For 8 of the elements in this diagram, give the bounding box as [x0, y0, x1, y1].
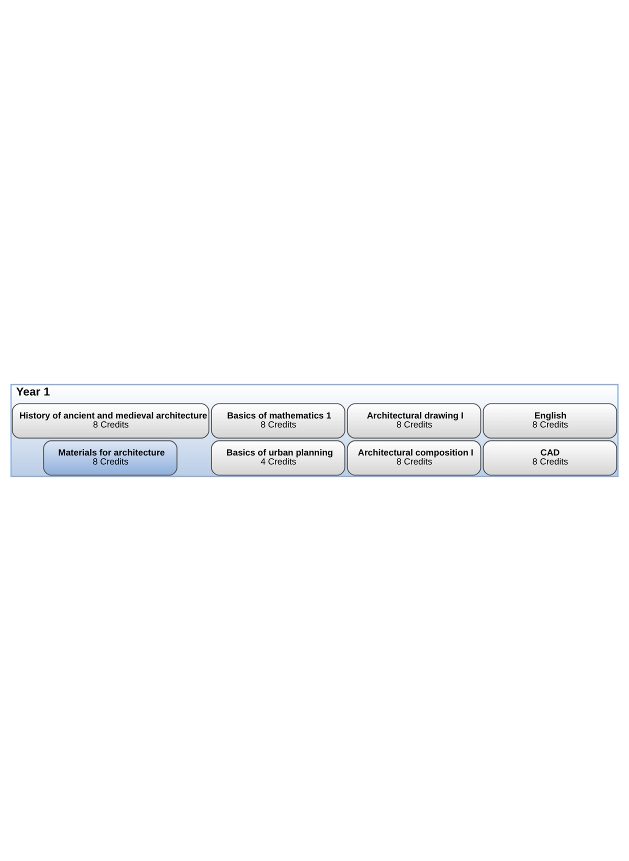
node-box: CAD 8 Credits — [482, 440, 618, 476]
node-box: Basics of urban planning 4 Credits — [210, 440, 346, 476]
node-box: Basics of mathematics 1 8 Credits — [210, 403, 346, 439]
node-box: Architectural composition I 8 Credits — [346, 440, 482, 476]
node-box: Materials for architecture 8 Credits — [43, 440, 178, 476]
node-box: Architectural drawing I 8 Credits — [346, 403, 482, 439]
node-box: History of ancient and medieval architecture 8 Credits — [12, 403, 210, 439]
node-box: English 8 Credits — [482, 403, 618, 439]
